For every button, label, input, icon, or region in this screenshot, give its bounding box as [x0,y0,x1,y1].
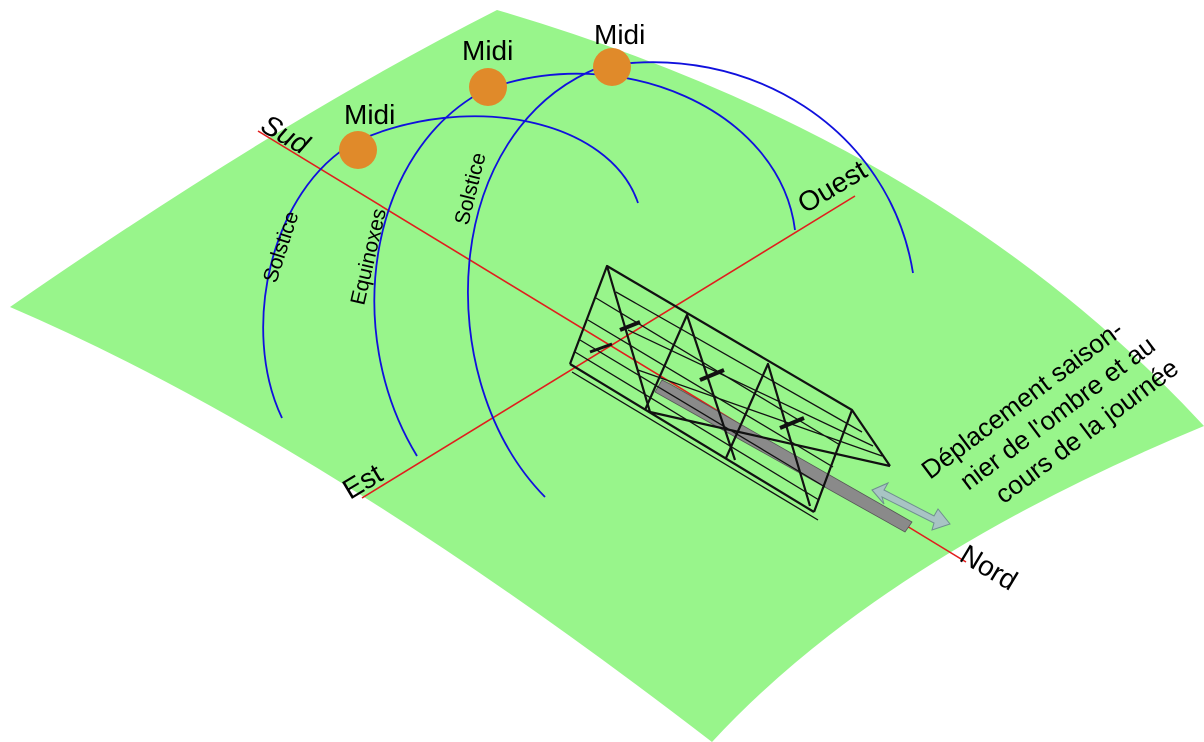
noon-label-equinox: Midi [462,35,513,66]
ground-surface [10,10,1204,742]
sun-disc-icon [339,131,377,169]
double-arrow-icon [871,481,951,531]
east-west-axis [361,195,856,499]
noon-label-summer: Midi [594,19,645,50]
noon-label-winter: Midi [344,99,395,130]
sun-disc-icon [469,68,507,106]
summer-solstice-sun-path [467,61,914,498]
north-label: Nord [955,539,1023,597]
greenhouse-frame-icon [568,264,891,521]
sun-disc-icon [593,48,631,86]
greenhouse-shadow [654,379,913,533]
